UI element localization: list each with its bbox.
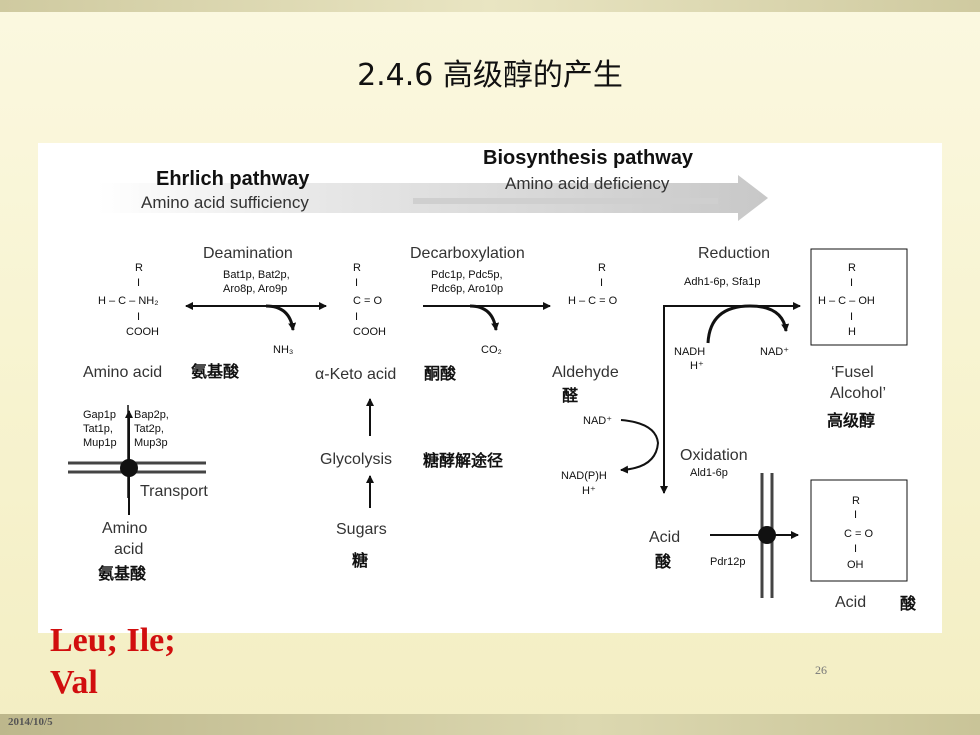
svg-text:I: I <box>854 509 857 521</box>
svg-text:R: R <box>135 262 143 274</box>
aldehyde-structure: R I H – C = O <box>568 262 618 307</box>
reduction-label: Reduction <box>698 245 770 262</box>
nadh-label: NADH <box>674 346 705 358</box>
aldehyde-oxidation-path <box>660 305 683 494</box>
sugars-cn-label: 糖 <box>352 551 368 570</box>
transport-label: Transport <box>140 483 208 500</box>
decarboxylation-enzymes-2: Pdc6p, Aro10p <box>431 283 503 295</box>
transporter-labels-right: Bap2p, Tat2p, Mup3p <box>134 409 169 449</box>
deamination-label: Deamination <box>203 245 293 262</box>
reduction-enzymes: Adh1-6p, Sfa1p <box>684 276 760 288</box>
co2-release-curve <box>469 304 500 331</box>
svg-text:I: I <box>355 311 358 323</box>
svg-text:R: R <box>852 495 860 507</box>
extracellular-amino-cn-label: 氨基酸 <box>98 564 147 583</box>
acid-structure: R I C = O I OH <box>844 495 873 571</box>
co2-label: CO₂ <box>481 344 502 356</box>
oxidation-enzyme: Ald1-6p <box>690 467 728 479</box>
svg-text:R: R <box>598 262 606 274</box>
svg-text:Mup3p: Mup3p <box>134 437 168 449</box>
decarboxylation-label: Decarboxylation <box>410 245 525 262</box>
svg-text:Mup1p: Mup1p <box>83 437 117 449</box>
svg-text:COOH: COOH <box>126 326 159 338</box>
extracellular-amino-label-2: acid <box>114 541 143 558</box>
acid-box-label: Acid <box>835 594 866 611</box>
fusel-alcohol-label-2: Alcohol’ <box>830 385 886 402</box>
aldehyde-label: Aldehyde <box>552 364 619 381</box>
fusel-alcohol-cn-label: 高级醇 <box>827 411 875 430</box>
nadh-curve <box>706 304 790 344</box>
acid-exporter <box>758 526 776 544</box>
transporter-labels-left: Gap1p Tat1p, Mup1p <box>83 409 117 449</box>
glycolysis-cn-label: 糖酵解途径 <box>423 451 503 470</box>
acid-box-cn-label: 酸 <box>900 594 917 613</box>
svg-text:H – C – NH₂: H – C – NH₂ <box>98 295 159 307</box>
nad-plus-label-2: NAD⁺ <box>583 415 612 427</box>
aldehyde-cn-label: 醛 <box>562 386 579 405</box>
deamination-enzymes-2: Aro8p, Aro9p <box>223 283 287 295</box>
svg-text:I: I <box>850 311 853 323</box>
svg-text:H – C = O: H – C = O <box>568 295 618 307</box>
svg-text:C = O: C = O <box>844 528 873 540</box>
caption-line-1: Leu; Ile; <box>50 622 176 659</box>
keto-acid-label: α-Keto acid <box>315 366 396 383</box>
extracellular-amino-label-1: Amino <box>102 520 147 537</box>
top-decorative-bar <box>0 0 980 12</box>
decarboxylation-enzymes-1: Pdc1p, Pdc5p, <box>431 269 503 281</box>
svg-text:Bap2p,: Bap2p, <box>134 409 169 421</box>
amino-acid-cn-label: 氨基酸 <box>191 362 240 381</box>
acid-box <box>810 479 908 582</box>
oxidation-label: Oxidation <box>680 447 748 464</box>
svg-text:I: I <box>850 277 853 289</box>
nh3-release-curve <box>265 304 297 331</box>
svg-text:Gap1p: Gap1p <box>83 409 116 421</box>
fusel-alcohol-label-1: ‘Fusel <box>831 364 874 381</box>
svg-text:I: I <box>137 277 140 289</box>
biosynthesis-title: Biosynthesis pathway <box>483 147 694 169</box>
deamination-enzymes-1: Bat1p, Bat2p, <box>223 269 290 281</box>
acid-cn-label: 酸 <box>655 552 672 571</box>
svg-text:COOH: COOH <box>353 326 386 338</box>
svg-text:H – C – OH: H – C – OH <box>818 295 875 307</box>
glycolysis-label: Glycolysis <box>320 451 392 468</box>
acid-label: Acid <box>649 529 680 546</box>
svg-text:I: I <box>137 311 140 323</box>
fusel-alcohol-structure: R I H – C – OH I H <box>818 262 875 338</box>
svg-text:I: I <box>600 277 603 289</box>
svg-text:H: H <box>848 326 856 338</box>
svg-text:R: R <box>848 262 856 274</box>
page-number: 26 <box>815 663 827 677</box>
h-plus-label-1: H⁺ <box>690 360 704 372</box>
keto-acid-cn-label: 酮酸 <box>424 364 457 383</box>
keto-acid-structure: R I C = O I COOH <box>353 262 386 338</box>
svg-text:R: R <box>353 262 361 274</box>
sugars-label: Sugars <box>336 521 387 538</box>
svg-text:Tat1p,: Tat1p, <box>83 423 113 435</box>
ehrlich-title: Ehrlich pathway <box>156 168 310 190</box>
pdr12p-label: Pdr12p <box>710 556 745 568</box>
svg-text:OH: OH <box>847 559 864 571</box>
nad-plus-label-1: NAD⁺ <box>760 346 789 358</box>
pathway-diagram: Ehrlich pathway Amino acid sufficiency B… <box>38 143 942 633</box>
nadph-curve <box>620 419 660 474</box>
svg-text:I: I <box>355 277 358 289</box>
svg-text:C = O: C = O <box>353 295 382 307</box>
slide-date: 2014/10/5 <box>8 716 53 728</box>
fusel-alcohol-box <box>810 248 908 346</box>
nadph-label: NAD(P)H <box>561 470 607 482</box>
svg-text:I: I <box>854 543 857 555</box>
svg-text:Tat2p,: Tat2p, <box>134 423 164 435</box>
amino-acid-label: Amino acid <box>83 364 162 381</box>
nh3-label: NH₃ <box>273 344 293 356</box>
biosynthesis-subtitle: Amino acid deficiency <box>505 174 670 193</box>
amino-acids-caption: Leu; Ile; Val <box>50 620 176 704</box>
caption-line-2: Val <box>50 664 98 701</box>
bottom-decorative-bar <box>0 714 980 735</box>
h-plus-label-2: H⁺ <box>582 485 596 497</box>
slide-title: 2.4.6 高级醇的产生 <box>357 58 623 93</box>
ehrlich-subtitle: Amino acid sufficiency <box>141 193 309 212</box>
amino-acid-structure: R I H – C – NH₂ I COOH <box>98 262 159 338</box>
